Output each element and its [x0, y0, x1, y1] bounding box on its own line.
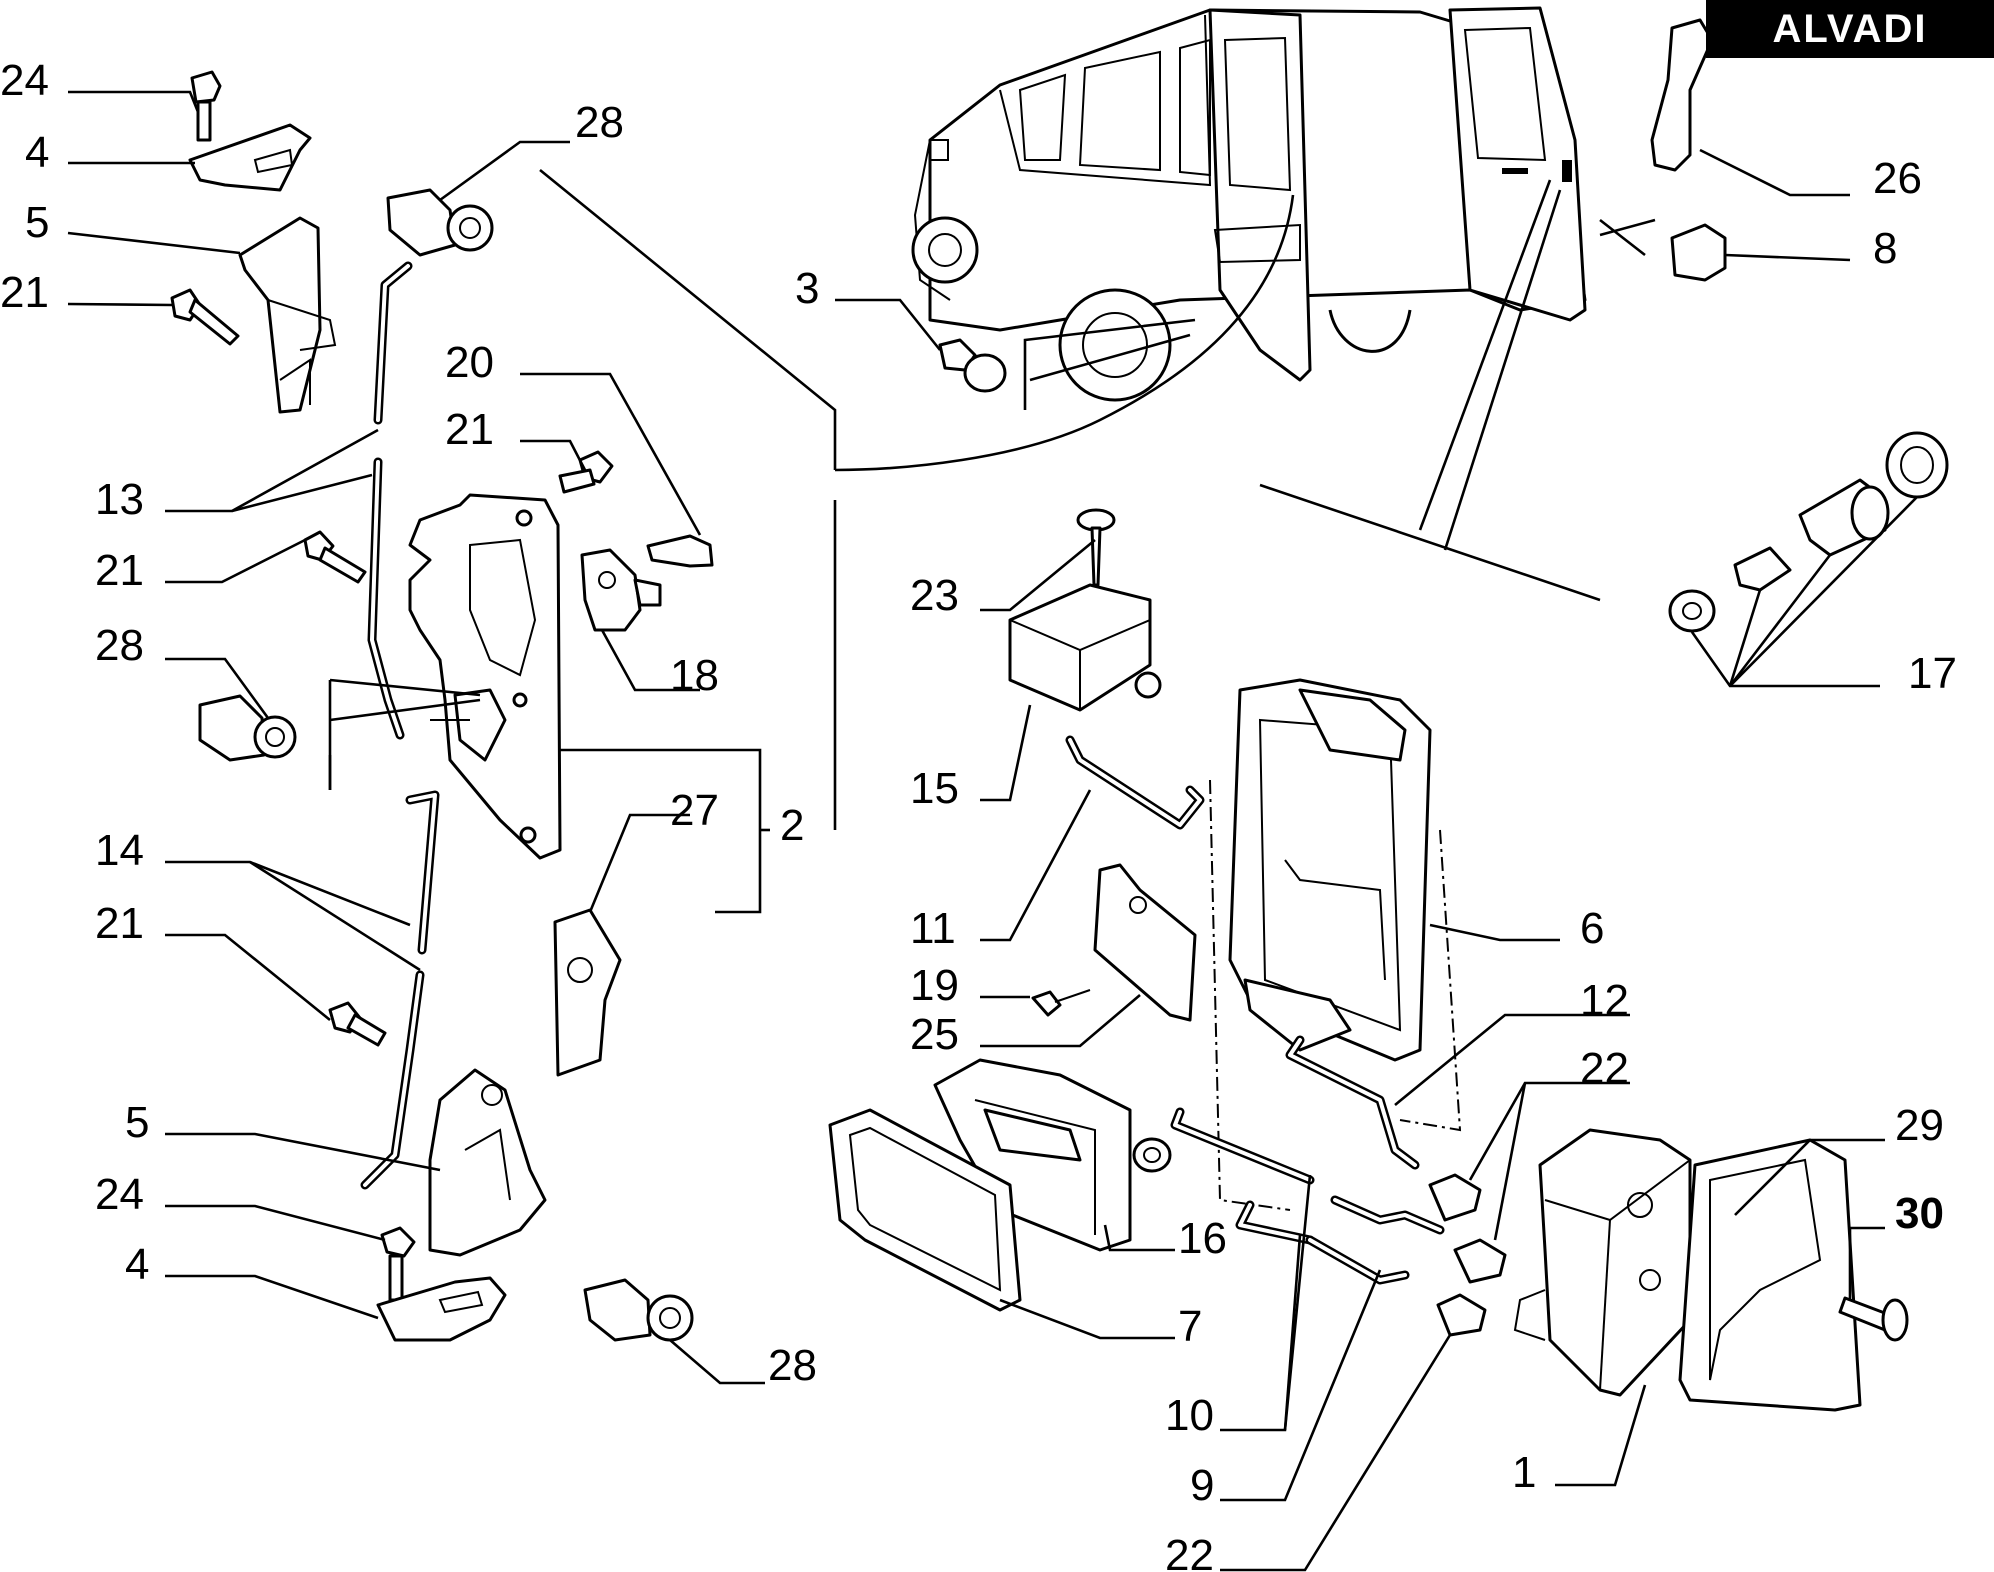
brand-logo: ALVADI — [1706, 0, 1994, 58]
part-30-screw — [1838, 1296, 1909, 1342]
part-8-bump-stop — [1670, 223, 1727, 282]
callout-24: 24 — [95, 1170, 144, 1219]
callout-6: 6 — [1580, 904, 1604, 953]
part-10-rods — [1170, 1107, 1315, 1245]
reference-line-a — [1399, 829, 1462, 1132]
part-23-screw — [1076, 508, 1116, 587]
callout-21: 21 — [445, 405, 494, 454]
callout-26: 26 — [1873, 154, 1922, 203]
part-18-bracket — [580, 548, 662, 632]
callout-22: 22 — [1580, 1044, 1629, 1093]
callout-22: 22 — [1165, 1531, 1214, 1572]
callout-4: 4 — [125, 1240, 149, 1289]
part-29-gasket — [1678, 1138, 1862, 1412]
callout-21: 21 — [95, 899, 144, 948]
leader-lines — [67, 90, 1918, 1572]
part-3-plug — [938, 338, 1007, 393]
van-illustration — [539, 6, 1656, 830]
callout-14: 14 — [95, 826, 144, 875]
callout-labels: 24 4 5 21 28 20 21 13 21 18 28 27 2 14 2… — [0, 56, 1957, 1572]
callout-30: 30 — [1895, 1189, 1944, 1238]
callout-28: 28 — [768, 1341, 817, 1390]
callout-24: 24 — [0, 56, 49, 105]
part-24-bolt-lower — [380, 1226, 416, 1302]
part-28-clip-middle — [198, 694, 297, 762]
callout-2: 2 — [780, 801, 804, 850]
callout-7: 7 — [1178, 1302, 1202, 1351]
callout-29: 29 — [1895, 1101, 1944, 1150]
callout-1: 1 — [1512, 1448, 1536, 1497]
part-22-grommets — [1428, 1173, 1507, 1337]
callout-27: 27 — [670, 786, 719, 835]
part-13-rods — [367, 261, 413, 740]
callout-5: 5 — [25, 198, 49, 247]
part-14-rods — [360, 790, 440, 1190]
callout-12: 12 — [1580, 976, 1629, 1025]
part-12-rod — [1285, 1035, 1420, 1170]
part-28-clip-lower — [583, 1278, 694, 1342]
callout-20: 20 — [445, 338, 494, 387]
part-grommet — [1132, 1137, 1172, 1173]
callout-11: 11 — [910, 904, 956, 953]
callout-21: 21 — [0, 268, 49, 317]
callout-18: 18 — [670, 651, 719, 700]
callout-4: 4 — [25, 128, 49, 177]
callout-15: 15 — [910, 764, 959, 813]
callout-28: 28 — [95, 621, 144, 670]
part-4-striker-plate-lower — [376, 1276, 507, 1342]
part-21-bolt-a — [170, 288, 240, 346]
callout-17: 17 — [1908, 649, 1957, 698]
part-24-bolt-upper — [190, 70, 222, 142]
callout-25: 25 — [910, 1010, 959, 1059]
callout-13: 13 — [95, 475, 144, 524]
callout-16: 16 — [1178, 1214, 1227, 1263]
part-27-latch — [553, 908, 622, 1077]
part-17-lock-cylinder-set — [1668, 431, 1949, 633]
part-25-plate — [1093, 863, 1197, 1022]
part-20-screw — [646, 534, 714, 568]
brand-name: ALVADI — [1772, 7, 1928, 51]
callout-10: 10 — [1165, 1391, 1214, 1440]
part-15-actuator — [1008, 583, 1162, 712]
part-16-outer-handle — [933, 1058, 1132, 1252]
reference-line-b — [1209, 779, 1291, 1211]
part-26-strap — [1650, 18, 1714, 172]
part-21-bolt-b — [558, 450, 614, 494]
callout-23: 23 — [910, 571, 959, 620]
part-1-lock-body — [1513, 1128, 1692, 1397]
part-9-rods — [1305, 1195, 1445, 1285]
part-5-hinge-upper — [238, 216, 337, 414]
part-11-rod — [1065, 735, 1205, 830]
callout-8: 8 — [1873, 224, 1897, 273]
callout-21: 21 — [95, 546, 144, 595]
part-2-lock-plate — [408, 493, 562, 860]
part-19-screw — [1031, 989, 1091, 1017]
part-4-striker-plate-upper — [188, 123, 312, 192]
callout-3: 3 — [795, 264, 819, 313]
part-5-hinge-lower — [428, 1068, 547, 1257]
callout-9: 9 — [1190, 1461, 1214, 1510]
callout-28: 28 — [575, 98, 624, 147]
part-28-clip-upper — [386, 188, 494, 257]
callout-19: 19 — [910, 961, 959, 1010]
part-6-inner-handle-frame — [1228, 678, 1432, 1062]
part-21-bolt-c — [303, 530, 367, 584]
callout-5: 5 — [125, 1098, 149, 1147]
part-21-bolt-d — [328, 1001, 387, 1047]
